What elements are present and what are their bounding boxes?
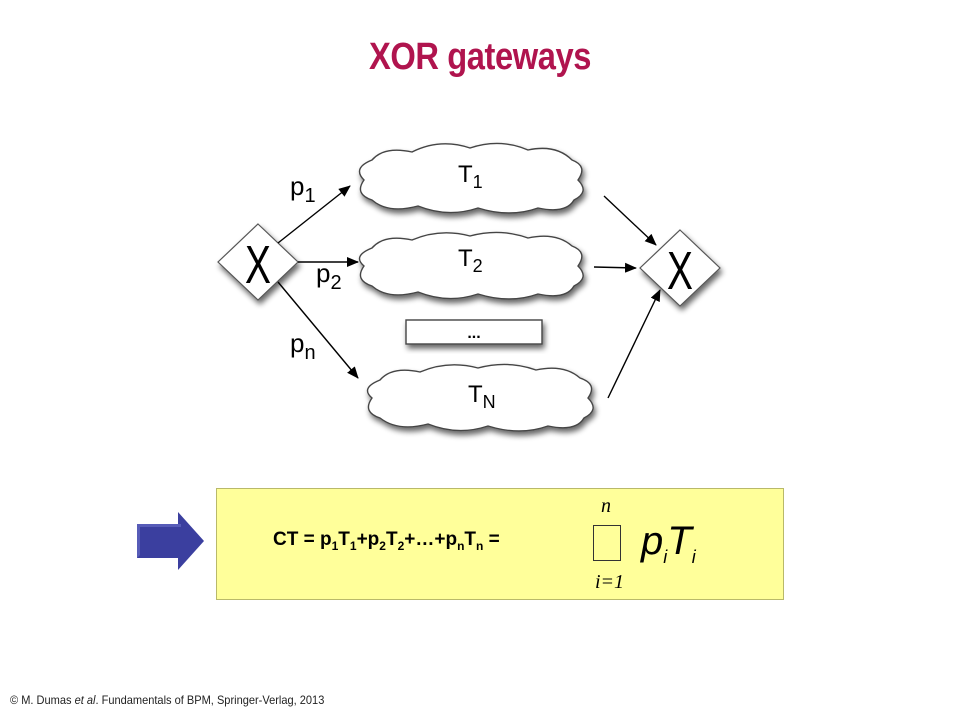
arrow-t1-to-join — [603, 195, 657, 246]
arrow-tn-to-join — [607, 289, 661, 399]
formula-box: CT = p1T1+p2T2+…+pnTn = n i=1 piTi — [216, 488, 784, 600]
prob-label-1: p1 — [290, 171, 316, 207]
ellipsis-box — [405, 319, 543, 345]
task-label-n: TN — [468, 381, 496, 412]
sum-symbol — [593, 525, 621, 561]
sum-term: piTi — [641, 519, 696, 567]
xor-split-symbol: X — [245, 234, 271, 295]
sum-upper-limit: n — [601, 495, 611, 517]
cycle-time-formula: CT = p1T1+p2T2+…+pnTn = — [273, 529, 500, 553]
arrow-split-to-t1 — [277, 185, 351, 244]
task-cloud-2 — [358, 231, 584, 300]
task-label-2: T2 — [458, 245, 483, 276]
arrow-t2-to-join — [593, 262, 637, 273]
sum-lower-limit: i=1 — [595, 571, 625, 593]
xor-join-gateway — [639, 229, 721, 307]
arrow-split-to-tn — [277, 281, 359, 379]
prob-label-n: pn — [290, 328, 316, 364]
copyright-footer: © M. Dumas et al. Fundamentals of BPM, S… — [10, 693, 325, 707]
result-arrow-icon — [137, 512, 204, 570]
task-cloud-n — [366, 363, 594, 432]
task-cloud-1 — [358, 142, 584, 214]
page-title: XOR gateways — [369, 36, 591, 78]
ellipsis-label: ... — [467, 325, 480, 342]
task-label-1: T1 — [458, 161, 483, 192]
prob-label-2: p2 — [316, 258, 342, 294]
xor-join-symbol: X — [667, 240, 693, 301]
